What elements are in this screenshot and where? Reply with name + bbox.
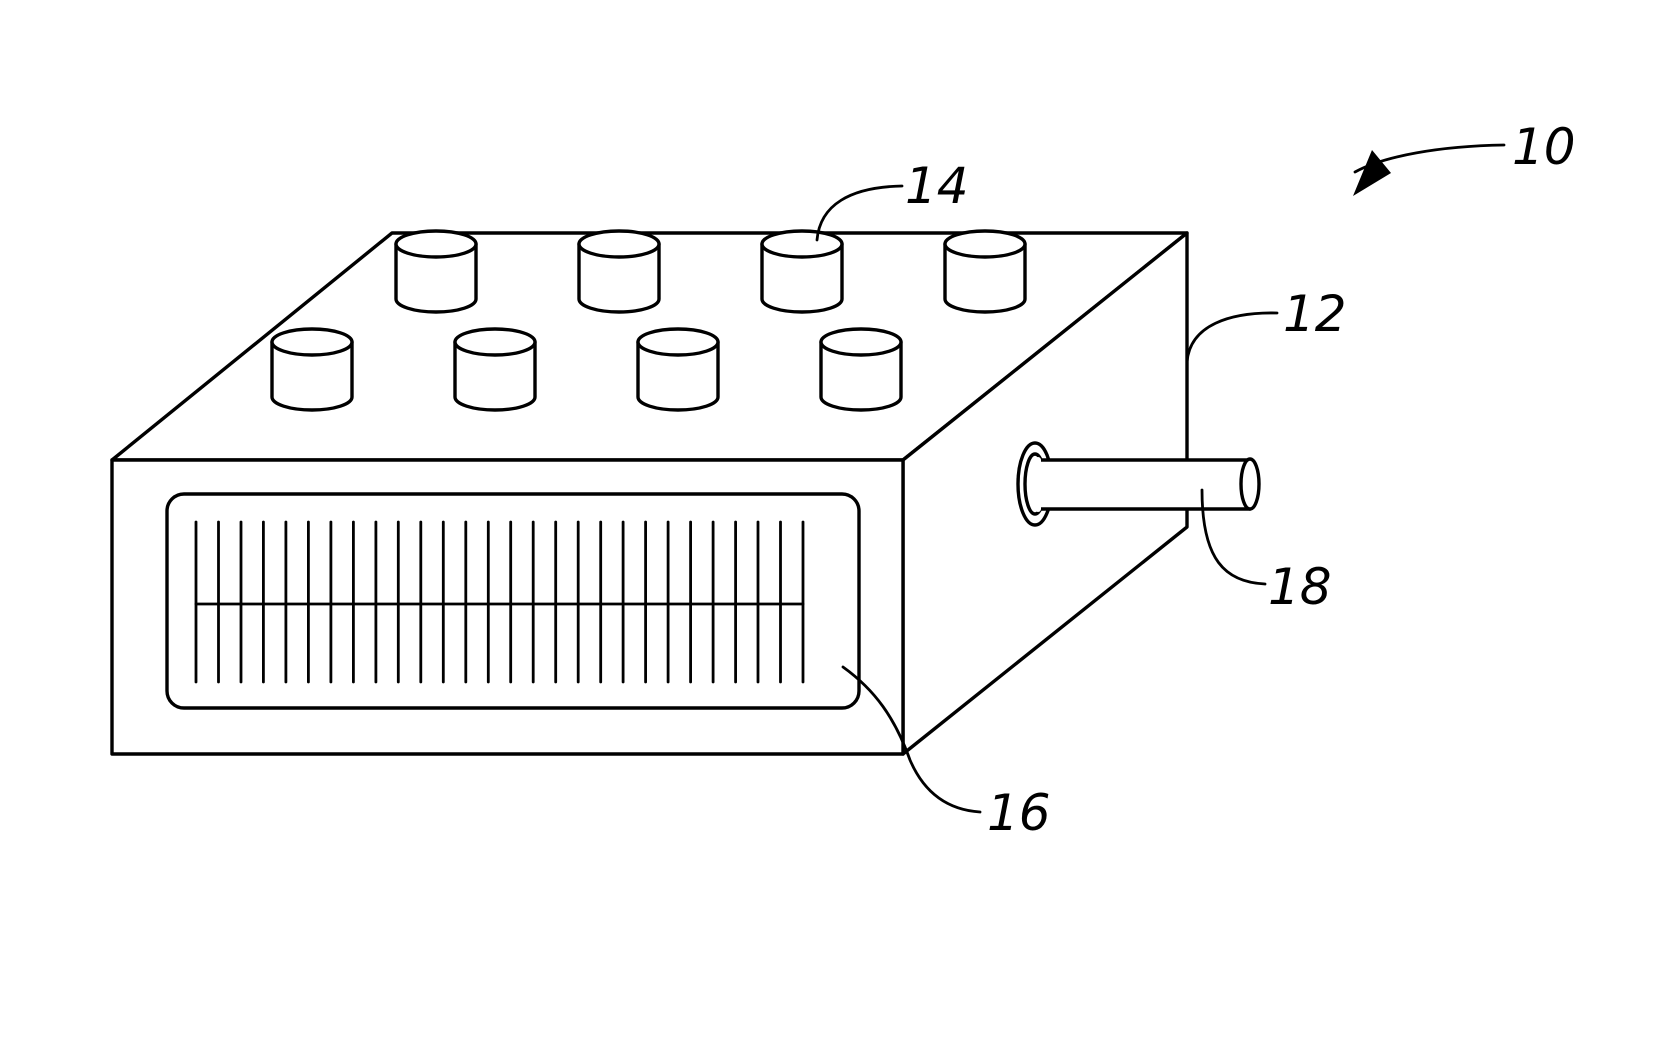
label-14: 14 [905,157,969,215]
knob-top [945,231,1025,257]
label-18: 18 [1268,558,1332,616]
knob-top [272,329,352,355]
knob-top [579,231,659,257]
label-10: 10 [1512,118,1576,176]
knob-front-1 [272,329,352,410]
knob-front-4 [821,329,901,410]
label-16: 16 [987,784,1051,842]
knob-back-2 [579,231,659,312]
knob-front-2 [455,329,535,410]
knob-back-4 [945,231,1025,312]
housing-front-face [112,460,903,754]
knob-front-3 [638,329,718,410]
knob-top [455,329,535,355]
knob-top [638,329,718,355]
leader-12 [1187,313,1277,362]
shaft-body [1038,460,1250,509]
leader-10-arrowhead [1353,150,1391,196]
knob-top [396,231,476,257]
knob-back-1 [396,231,476,312]
label-12: 12 [1283,285,1347,343]
knob-top [821,329,901,355]
shaft-end [1241,459,1259,509]
knob-top [762,231,842,257]
knob-back-3 [762,231,842,312]
